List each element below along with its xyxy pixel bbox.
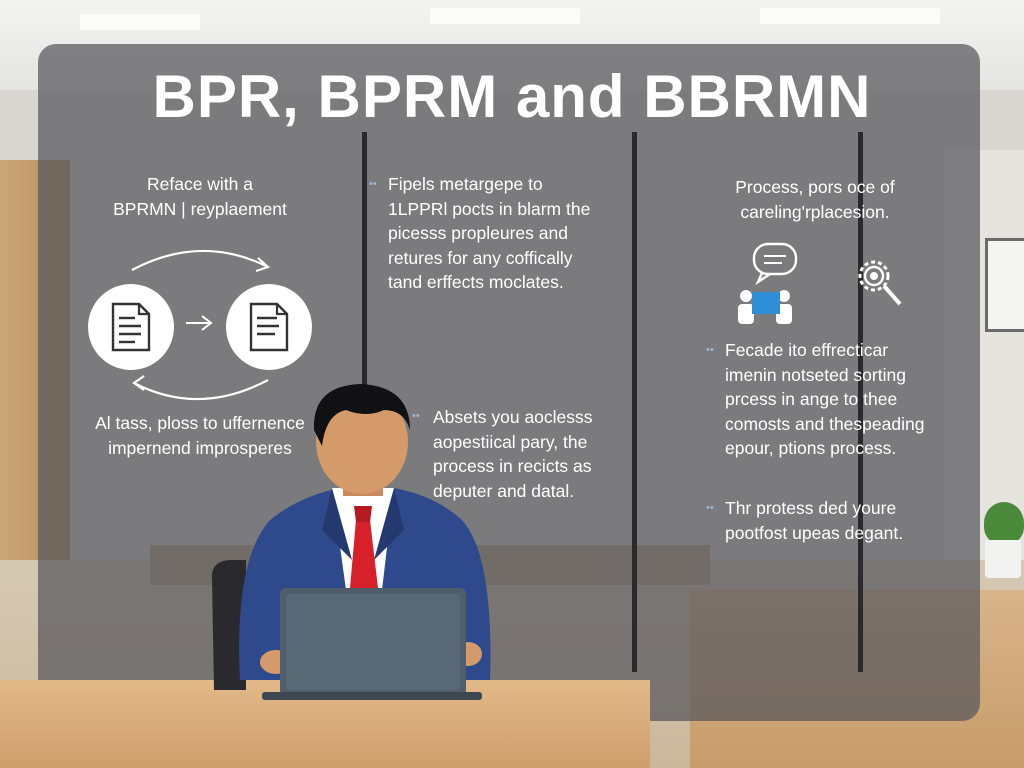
text-line: tand erffects moclates. xyxy=(388,272,564,292)
text-line: Process, pors oce of xyxy=(735,177,895,197)
bullet-icon: •• xyxy=(412,410,420,422)
text-line: deputer and datal. xyxy=(433,480,575,501)
text-line: aopestiical pary, the xyxy=(433,431,588,452)
text-line: Absets you aoclesss xyxy=(433,407,593,427)
left-footer: Al tass, ploss to uffernence impernend i… xyxy=(70,411,330,460)
divider xyxy=(362,132,367,672)
divider xyxy=(858,132,863,672)
middle-bottom-text: Absets you aoclesss aopestiical pary, th… xyxy=(433,405,633,503)
text-line: retures for any coffically xyxy=(388,247,573,268)
text-line: Thr protess ded youre xyxy=(725,498,897,518)
bullet-icon: •• xyxy=(706,502,714,514)
text-line: Al tass, ploss to uffernence xyxy=(95,413,305,433)
ceiling-light xyxy=(430,8,580,24)
document-icon xyxy=(88,284,174,370)
front-desk xyxy=(0,680,650,768)
plant xyxy=(984,502,1024,544)
page-title: BPR, BPRM and BBRMN xyxy=(152,63,872,130)
text-line: Reface with a xyxy=(146,174,254,194)
text-line: Fipels metargepe to xyxy=(388,174,543,194)
chat-meeting-icon xyxy=(738,242,798,324)
right-bullet-1: Fecade ito effrecticar imenin notseted s… xyxy=(725,338,975,461)
text-line: 1LPPRl pocts in blarm the xyxy=(388,198,591,219)
gear-search-icon xyxy=(858,260,902,306)
bullet-icon: •• xyxy=(706,344,714,356)
text-line: pootfost upeas degant. xyxy=(725,522,904,543)
text-line: imenin notseted sorting xyxy=(725,364,906,385)
arrow-right-icon xyxy=(186,315,213,331)
ceiling-light xyxy=(80,14,200,30)
ceiling-light xyxy=(760,8,940,24)
bullet-icon: •• xyxy=(369,178,377,190)
right-bullet-2: Thr protess ded youre pootfost upeas deg… xyxy=(725,496,975,545)
text-line: picesss propleures and xyxy=(388,223,568,243)
wall-frame xyxy=(985,238,1024,332)
text-line: careling'rplacesion. xyxy=(740,201,890,222)
text-line: impernend improsperes xyxy=(108,437,292,458)
plant-pot xyxy=(985,540,1021,578)
right-heading: Process, pors oce of careling'rplacesion… xyxy=(705,175,925,224)
glass-panel xyxy=(38,44,980,721)
text-line: process in recicts as xyxy=(433,456,592,476)
text-line: epour, ptions process. xyxy=(725,438,897,458)
text-line: Fecade ito effrecticar xyxy=(725,340,889,360)
middle-top-text: Fipels metargepe to 1LPPRl pocts in blar… xyxy=(388,172,628,295)
divider xyxy=(632,132,637,672)
document-icon xyxy=(226,284,312,370)
text-line: prcess in ange to thee xyxy=(725,389,898,409)
text-line: comosts and thespeading xyxy=(725,413,925,434)
curved-arrow-top-icon xyxy=(131,249,271,273)
text-line: BPRMN | reyplaement xyxy=(113,198,287,219)
curved-arrow-bottom-icon xyxy=(132,375,269,401)
left-heading: Reface with a BPRMN | reyplaement xyxy=(90,172,310,221)
